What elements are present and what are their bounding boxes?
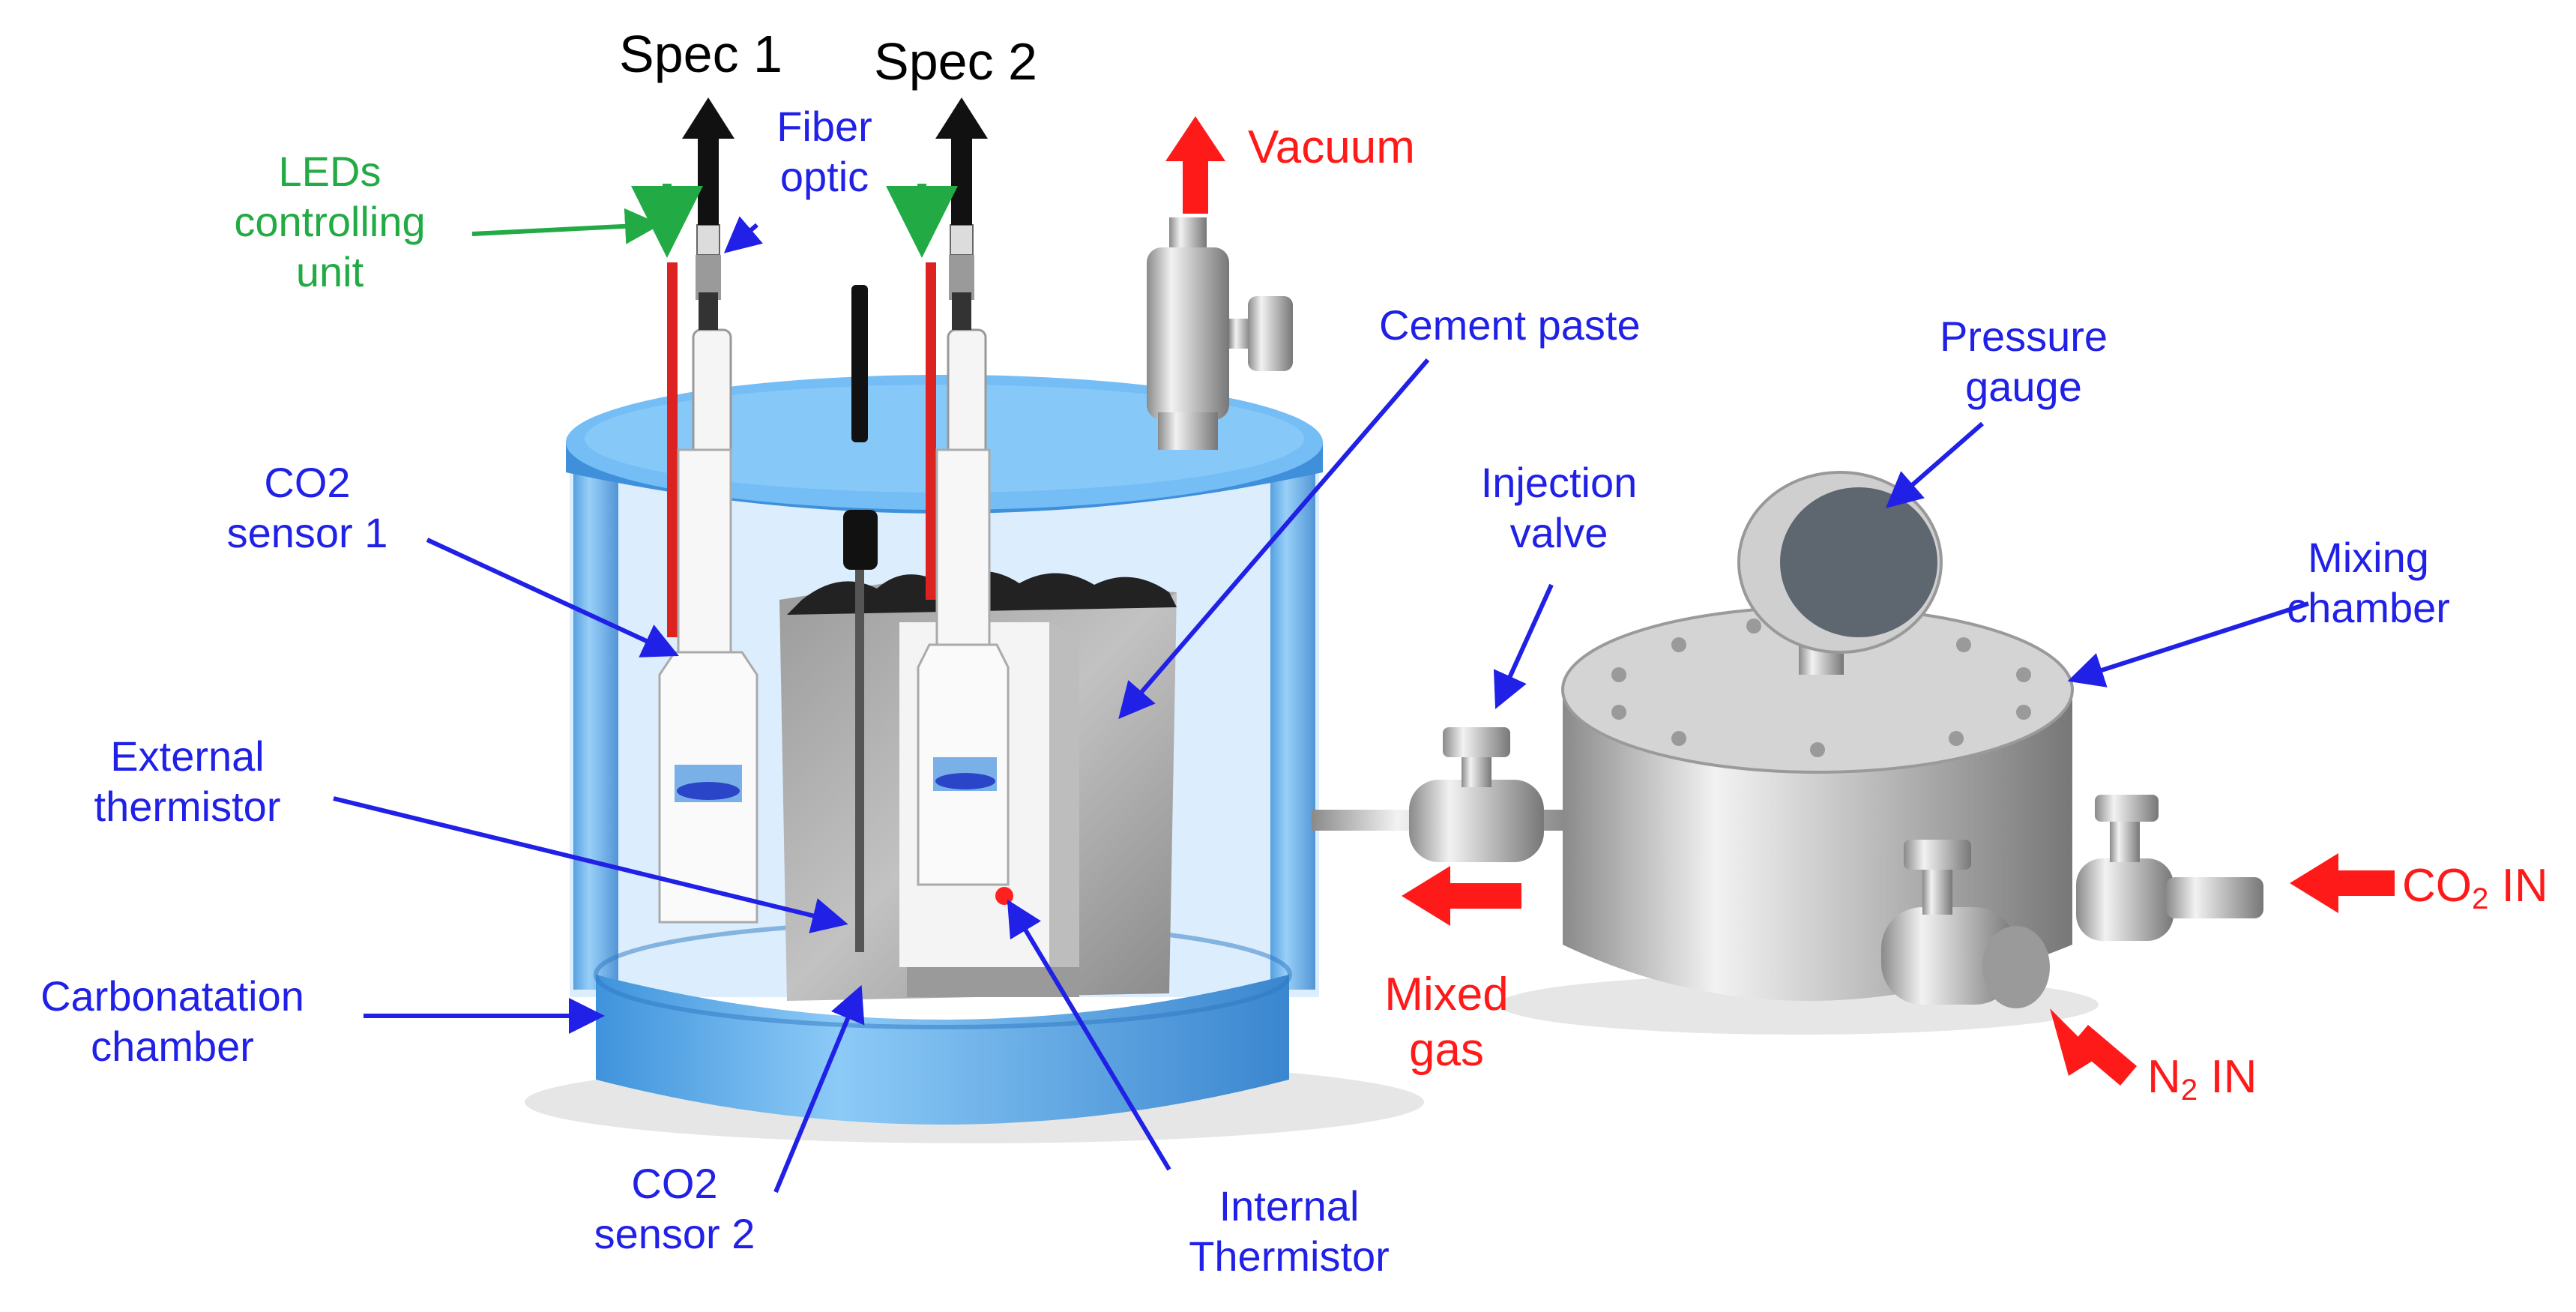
n2-in-label: N2 IN [2147, 1051, 2257, 1107]
fiber-optic-label: Fiber optic [776, 103, 872, 201]
injection-valve [1312, 727, 1596, 862]
co2-inlet-valve [2076, 795, 2263, 941]
co2-sensor-1-label: CO2 sensor 1 [226, 459, 388, 557]
vacuum-valve [1147, 217, 1293, 450]
carbonatation-chamber-label: Carbonatation chamber [40, 972, 304, 1071]
injection-valve-label: Injection valve [1480, 459, 1638, 557]
vacuum-label: Vacuum [1248, 121, 1415, 173]
led-arrows [471, 184, 958, 258]
mixed-gas-label: Mixed gas [1384, 969, 1509, 1077]
fiber-optic-connector-2 [949, 224, 974, 330]
fiber-optic-connector-1 [696, 224, 721, 330]
pressure-gauge [1737, 471, 1943, 654]
co2-in-label: CO2 IN [2402, 860, 2548, 916]
internal-thermistor-label: Internal Thermistor [1189, 1182, 1390, 1281]
external-thermistor-label: External thermistor [94, 732, 281, 831]
thermistor-probe [843, 285, 878, 952]
internal-thermistor-dot [995, 887, 1013, 905]
spec-2-label: Spec 2 [874, 32, 1037, 91]
co2-sensor-2 [917, 262, 1010, 886]
mixing-chamber-label: Mixing chamber [2287, 534, 2450, 632]
leds-controlling-unit-label: LEDs controlling unit [234, 148, 426, 296]
co2-sensor-2-label: CO2 sensor 2 [594, 1160, 755, 1258]
pressure-gauge-label: Pressure gauge [1939, 313, 2108, 411]
gas-arrows [1165, 116, 2395, 1086]
cement-paste-label: Cement paste [1379, 301, 1641, 349]
n2-inlet-valve [1881, 840, 2050, 1008]
annotation-leaders [333, 216, 2309, 1194]
spec-1-label: Spec 1 [619, 25, 782, 83]
co2-sensor-1 [658, 262, 758, 924]
spec-arrows [682, 97, 988, 225]
